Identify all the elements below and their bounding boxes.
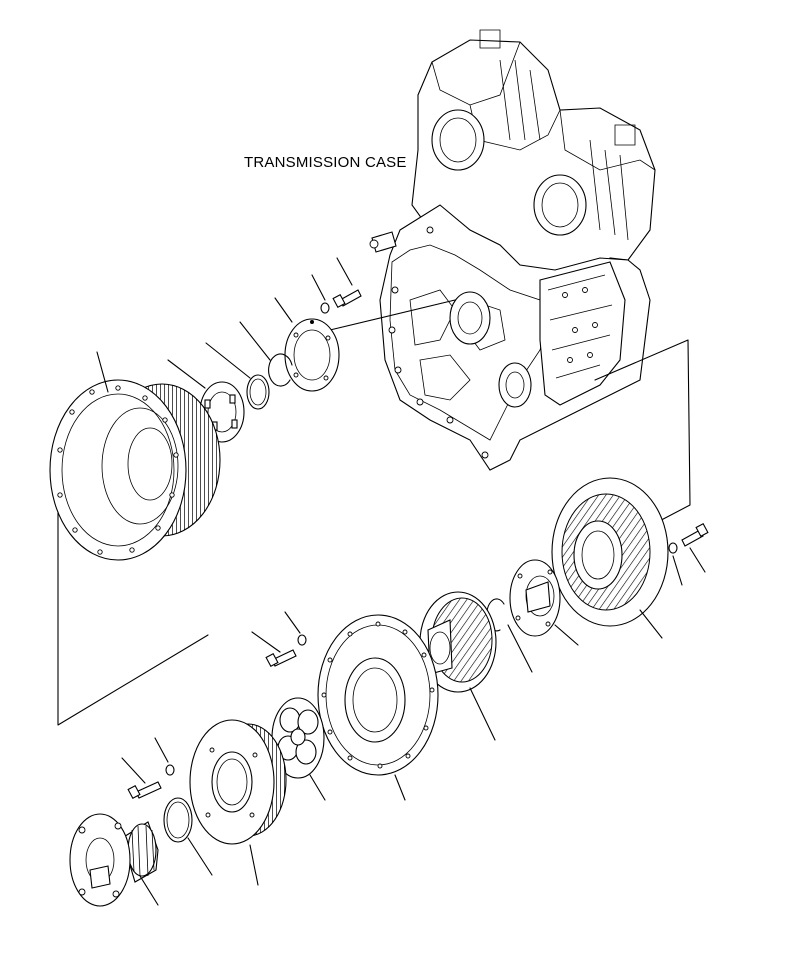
bolt-lower-part xyxy=(121,757,162,800)
snap-ring-part xyxy=(239,321,293,387)
bolt-mid-part xyxy=(251,631,297,668)
flange-bolt-holes xyxy=(321,621,435,769)
ring-part xyxy=(205,342,270,410)
washer-part xyxy=(311,274,330,314)
flange-plate-part xyxy=(317,614,439,801)
washer-mid-part xyxy=(284,611,307,646)
hub-plate-part xyxy=(509,559,579,646)
drum-bolt-holes xyxy=(57,385,179,555)
pump-gear-part xyxy=(271,697,326,801)
washer-lower-part xyxy=(154,737,175,776)
transmission-case-label: TRANSMISSION CASE xyxy=(244,154,407,171)
washer-right-part xyxy=(668,542,683,586)
o-ring-part xyxy=(163,797,213,876)
bolt-part xyxy=(332,257,362,309)
transmission-case xyxy=(369,29,656,471)
stator-part xyxy=(551,477,669,639)
drum-housing-part xyxy=(49,351,221,561)
gear-ring-part xyxy=(189,719,287,886)
turbine-part xyxy=(419,591,497,741)
cover-plate-part xyxy=(274,297,340,392)
yoke-flange-part xyxy=(69,813,159,907)
bolt-right-part xyxy=(681,522,709,573)
